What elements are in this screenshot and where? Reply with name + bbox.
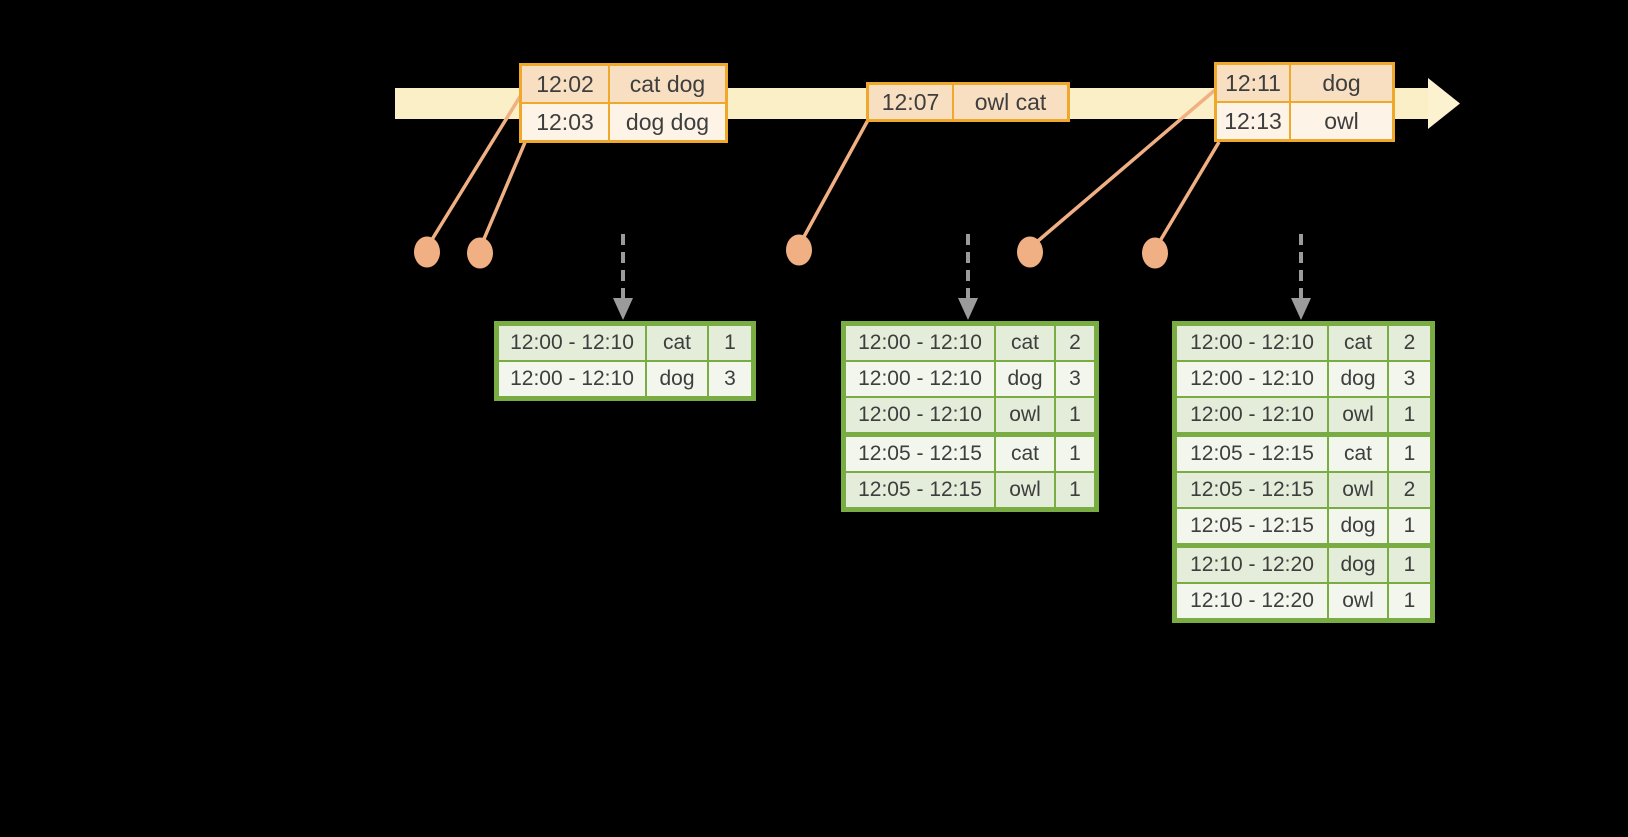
event-row: 12:02 cat dog xyxy=(522,66,725,102)
word-cell: dog xyxy=(994,362,1054,396)
event-words-cell: owl xyxy=(1289,103,1392,139)
count-cell: 1 xyxy=(707,326,751,360)
count-cell: 2 xyxy=(1387,473,1430,507)
event-connector-line xyxy=(426,94,523,247)
word-cell: cat xyxy=(645,326,707,360)
window-range-cell: 12:00 - 12:10 xyxy=(1177,326,1327,360)
result-table-3: 12:00 - 12:10 cat 2 12:00 - 12:10 dog 3 … xyxy=(1172,321,1435,623)
result-row: 12:10 - 12:20 dog 1 xyxy=(1177,543,1430,582)
input-event-table-2: 12:07 owl cat xyxy=(866,82,1070,122)
window-range-cell: 12:00 - 12:10 xyxy=(846,362,994,396)
word-cell: owl xyxy=(994,473,1054,507)
count-cell: 1 xyxy=(1387,509,1430,543)
count-cell: 1 xyxy=(1387,398,1430,432)
event-time-dot xyxy=(1142,237,1168,269)
count-cell: 1 xyxy=(1054,437,1094,471)
word-cell: owl xyxy=(1327,473,1387,507)
event-time-dot xyxy=(786,234,812,266)
window-range-cell: 12:05 - 12:15 xyxy=(1177,473,1327,507)
word-cell: owl xyxy=(994,398,1054,432)
result-row: 12:00 - 12:10 cat 1 xyxy=(499,326,751,360)
count-cell: 1 xyxy=(1387,548,1430,582)
input-event-table-1: 12:02 cat dog 12:03 dog dog xyxy=(519,63,728,143)
event-connector-line xyxy=(798,119,870,245)
result-row: 12:05 - 12:15 owl 2 xyxy=(1177,471,1430,507)
word-cell: cat xyxy=(994,326,1054,360)
window-range-cell: 12:10 - 12:20 xyxy=(1177,548,1327,582)
window-range-cell: 12:00 - 12:10 xyxy=(846,398,994,432)
event-time-cell: 12:13 xyxy=(1217,103,1289,139)
event-words-cell: cat dog xyxy=(608,66,725,102)
result-row: 12:10 - 12:20 owl 1 xyxy=(1177,582,1430,618)
trigger-arrowhead-icon xyxy=(613,298,633,320)
event-time-cell: 12:03 xyxy=(522,104,608,140)
event-time-cell: 12:07 xyxy=(869,85,952,119)
window-range-cell: 12:05 - 12:15 xyxy=(846,437,994,471)
event-time-dot xyxy=(1017,236,1043,268)
result-row: 12:00 - 12:10 owl 1 xyxy=(846,396,1094,432)
result-row: 12:05 - 12:15 cat 1 xyxy=(846,432,1094,471)
window-range-cell: 12:00 - 12:10 xyxy=(1177,398,1327,432)
word-cell: cat xyxy=(1327,326,1387,360)
result-table-2: 12:00 - 12:10 cat 2 12:00 - 12:10 dog 3 … xyxy=(841,321,1099,512)
count-cell: 3 xyxy=(707,362,751,396)
event-row: 12:03 dog dog xyxy=(522,102,725,140)
result-row: 12:05 - 12:15 cat 1 xyxy=(1177,432,1430,471)
count-cell: 1 xyxy=(1054,398,1094,432)
window-range-cell: 12:00 - 12:10 xyxy=(846,326,994,360)
result-row: 12:00 - 12:10 dog 3 xyxy=(846,360,1094,396)
trigger-arrowhead-icon xyxy=(1291,298,1311,320)
word-cell: cat xyxy=(994,437,1054,471)
word-cell: dog xyxy=(645,362,707,396)
event-time-cell: 12:11 xyxy=(1217,65,1289,101)
window-range-cell: 12:00 - 12:10 xyxy=(499,362,645,396)
word-cell: dog xyxy=(1327,362,1387,396)
window-range-cell: 12:05 - 12:15 xyxy=(846,473,994,507)
result-row: 12:05 - 12:15 owl 1 xyxy=(846,471,1094,507)
count-cell: 2 xyxy=(1054,326,1094,360)
word-cell: cat xyxy=(1327,437,1387,471)
event-time-dot xyxy=(414,236,440,268)
event-row: 12:07 owl cat xyxy=(869,85,1067,119)
word-cell: dog xyxy=(1327,509,1387,543)
event-time-cell: 12:02 xyxy=(522,66,608,102)
window-range-cell: 12:05 - 12:15 xyxy=(1177,437,1327,471)
count-cell: 2 xyxy=(1387,326,1430,360)
event-connector-line xyxy=(1030,88,1217,248)
result-row: 12:00 - 12:10 owl 1 xyxy=(1177,396,1430,432)
count-cell: 1 xyxy=(1387,584,1430,618)
result-row: 12:00 - 12:10 cat 2 xyxy=(1177,326,1430,360)
trigger-arrowhead-icon xyxy=(958,298,978,320)
window-range-cell: 12:00 - 12:10 xyxy=(1177,362,1327,396)
result-row: 12:00 - 12:10 cat 2 xyxy=(846,326,1094,360)
result-row: 12:05 - 12:15 dog 1 xyxy=(1177,507,1430,543)
result-table-1: 12:00 - 12:10 cat 1 12:00 - 12:10 dog 3 xyxy=(494,321,756,401)
event-connector-line xyxy=(1155,141,1221,247)
event-time-dot xyxy=(467,237,493,269)
event-connector-line xyxy=(479,139,528,247)
count-cell: 3 xyxy=(1387,362,1430,396)
count-cell: 1 xyxy=(1054,473,1094,507)
window-range-cell: 12:05 - 12:15 xyxy=(1177,509,1327,543)
count-cell: 1 xyxy=(1387,437,1430,471)
timeline-arrowhead-icon xyxy=(1428,78,1460,129)
input-event-table-3: 12:11 dog 12:13 owl xyxy=(1214,62,1395,142)
event-words-cell: dog dog xyxy=(608,104,725,140)
event-row: 12:13 owl xyxy=(1217,101,1392,139)
event-row: 12:11 dog xyxy=(1217,65,1392,101)
event-words-cell: owl cat xyxy=(952,85,1067,119)
window-range-cell: 12:10 - 12:20 xyxy=(1177,584,1327,618)
word-cell: owl xyxy=(1327,584,1387,618)
word-cell: owl xyxy=(1327,398,1387,432)
word-cell: dog xyxy=(1327,548,1387,582)
window-range-cell: 12:00 - 12:10 xyxy=(499,326,645,360)
count-cell: 3 xyxy=(1054,362,1094,396)
result-row: 12:00 - 12:10 dog 3 xyxy=(499,360,751,396)
event-words-cell: dog xyxy=(1289,65,1392,101)
result-row: 12:00 - 12:10 dog 3 xyxy=(1177,360,1430,396)
